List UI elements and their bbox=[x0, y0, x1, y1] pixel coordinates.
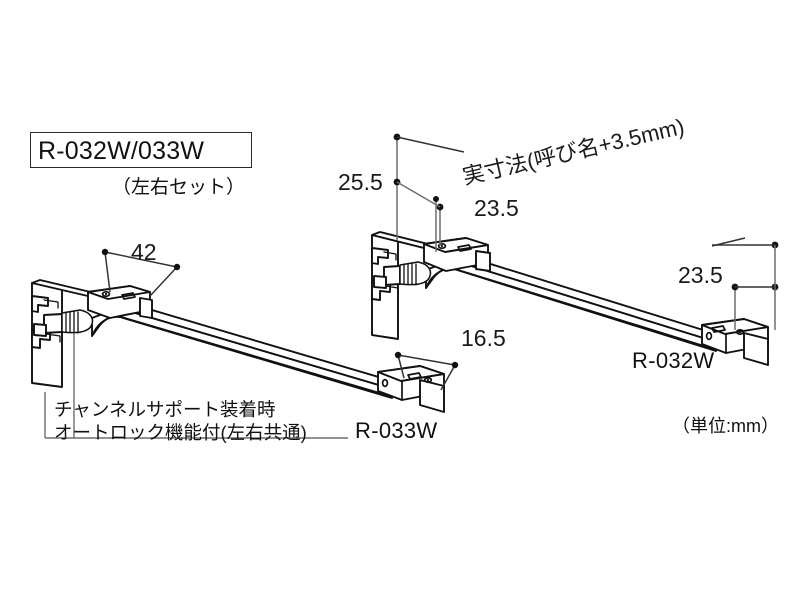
dimension-42-leader bbox=[101, 248, 181, 297]
unit-note-label: （単位:mm） bbox=[672, 416, 779, 436]
part-code-label: R-032W/033W bbox=[38, 137, 205, 165]
callout-line-2: オートロック機能付(左右共通) bbox=[54, 422, 307, 443]
model-label-r033w: R-033W bbox=[355, 418, 438, 443]
dimension-23-5-right-leader bbox=[731, 283, 775, 330]
part-code-box bbox=[30, 132, 252, 168]
bracket-left-drawing bbox=[31, 279, 445, 413]
dimension-42-label: 42 bbox=[131, 239, 157, 265]
dimension-23-5-top-label: 23.5 bbox=[474, 195, 519, 221]
bracket-right-drawing bbox=[371, 231, 769, 366]
dimension-23-5-top-leader bbox=[396, 181, 444, 252]
dimension-25-5-label: 25.5 bbox=[338, 169, 383, 195]
dimension-16-5-label: 16.5 bbox=[461, 325, 506, 351]
set-note-label: （左右セット） bbox=[112, 177, 246, 198]
model-label-r032w: R-032W bbox=[632, 348, 715, 373]
dimension-25-5-leader bbox=[393, 133, 465, 240]
callout-leader-line bbox=[44, 333, 348, 439]
dimension-16-5-leader bbox=[394, 351, 459, 391]
callout-line-1: チャンネルサポート装着時 bbox=[54, 399, 276, 420]
dimension-23-5-right-label: 23.5 bbox=[678, 262, 723, 288]
